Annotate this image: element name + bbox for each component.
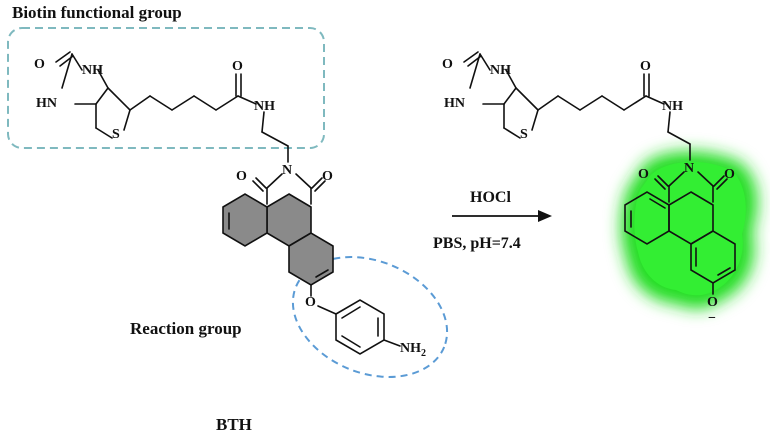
- atom-o-imide-left: O: [236, 169, 247, 184]
- reaction-arrow-group: HOCl PBS, pH=7.4: [433, 189, 552, 252]
- product-naphthalimide-core: [624, 191, 736, 295]
- ethylene-linker: [261, 111, 289, 163]
- arrow-head: [538, 210, 552, 222]
- bth-molecule: O NH HN S O NH N O O O NH2: [34, 51, 426, 359]
- product-thiolane-ring: [503, 87, 539, 139]
- atom-hn-left: HN: [36, 96, 57, 111]
- conditions-label: PBS, pH=7.4: [433, 235, 521, 252]
- aniline-ring: [335, 299, 401, 355]
- compound-name-label: BTH: [216, 415, 252, 434]
- fluorescence-core: [634, 161, 746, 296]
- product-atom-o-amide: O: [640, 59, 651, 74]
- reaction-group-label: Reaction group: [130, 319, 242, 338]
- reagent-label: HOCl: [470, 189, 511, 206]
- product-atom-nh-top: NH: [490, 63, 511, 78]
- product-atom-o-phenolate: O: [707, 295, 718, 310]
- atom-nh-amide: NH: [254, 99, 275, 114]
- product-imidazolidinone-ring: [463, 51, 517, 105]
- atom-n-imide: N: [282, 163, 292, 178]
- imide-group: [252, 173, 326, 205]
- product-valeric-chain: [537, 73, 665, 111]
- biotin-group-label: Biotin functional group: [12, 3, 182, 22]
- product-atom-nh-amide: NH: [662, 99, 683, 114]
- product-imide-group: [654, 171, 728, 203]
- ether-link: [310, 284, 337, 315]
- product-atom-negative-charge: −: [708, 311, 716, 326]
- product-atom-o-imide-left: O: [638, 167, 649, 182]
- product-ethylene-linker: [667, 111, 691, 161]
- atom-o-ether: O: [305, 295, 316, 310]
- atom-nh-top: NH: [82, 63, 103, 78]
- naphthalimide-core: [222, 193, 334, 286]
- product-atom-o-urea: O: [442, 57, 453, 72]
- atom-s: S: [112, 127, 120, 142]
- atom-o-amide: O: [232, 59, 243, 74]
- atom-o-imide-right: O: [322, 169, 333, 184]
- biotin-group-box: [7, 27, 325, 149]
- atom-o-urea: O: [34, 57, 45, 72]
- valeric-chain: [129, 73, 257, 111]
- thiolane-ring: [95, 87, 131, 139]
- reaction-group-ellipse: [291, 256, 449, 378]
- atom-nh2: NH2: [400, 341, 426, 359]
- product-molecule: O NH HN S O NH N O O O −: [442, 51, 758, 326]
- product-atom-s: S: [520, 127, 528, 142]
- imidazolidinone-ring: [55, 51, 109, 105]
- product-atom-o-imide-right: O: [724, 167, 735, 182]
- product-atom-hn-left: HN: [444, 96, 465, 111]
- product-atom-n-imide: N: [684, 161, 694, 176]
